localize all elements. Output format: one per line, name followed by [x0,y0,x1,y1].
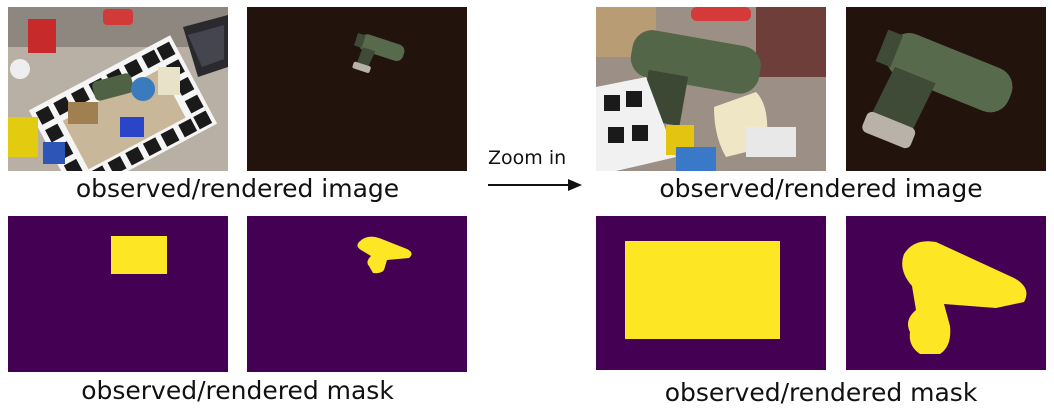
left-images-caption: observed/rendered image [75,174,400,203]
left-rendered-mask [247,216,467,372]
right-rendered-mask [846,216,1046,370]
drill-observed [630,30,761,127]
right-images-caption: observed/rendered image [659,174,983,203]
zoom-arrow-icon [488,179,582,191]
right-observed-mask [596,216,826,370]
render-background [247,7,467,171]
right-observed-image [596,7,826,171]
drill-silhouette-mask [902,241,1027,354]
drill-render-zoomed [862,29,1013,149]
right-masks-caption: observed/rendered mask [664,378,978,407]
left-observed-mask [8,216,228,372]
drill-silhouette-mask [357,236,412,274]
left-observed-image [8,7,228,171]
left-masks-caption: observed/rendered mask [81,376,394,405]
right-rendered-image [846,7,1046,171]
drill-render [352,33,405,73]
bounding-box-mask [111,236,167,274]
zoom-label: Zoom in [488,147,567,169]
bounding-box-mask [625,241,780,339]
left-rendered-image [247,7,467,171]
